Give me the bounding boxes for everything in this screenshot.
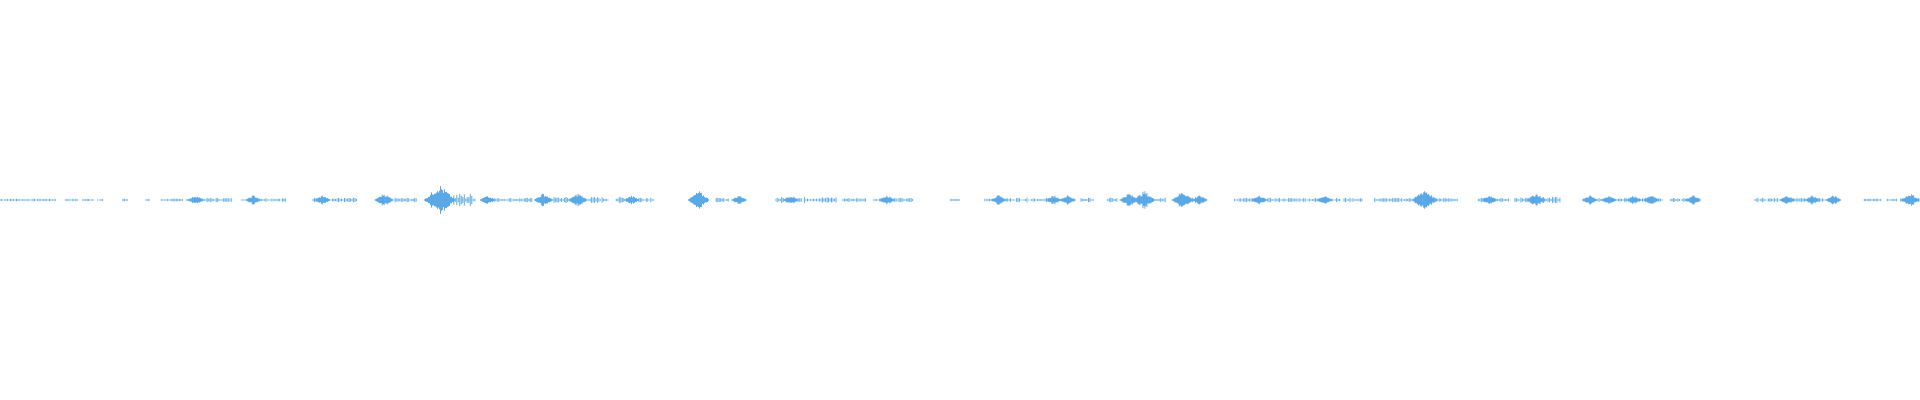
waveform-segment xyxy=(97,199,103,201)
waveform-segment xyxy=(1107,197,1118,203)
waveform-peak xyxy=(1482,196,1498,204)
waveform-segment xyxy=(715,197,729,203)
waveform-peak xyxy=(568,193,587,207)
waveform-peak xyxy=(1582,195,1598,205)
waveform-peak xyxy=(990,195,1006,205)
waveform-segment xyxy=(145,198,150,202)
waveform-peak xyxy=(314,195,330,205)
waveform-segment xyxy=(1863,198,1882,202)
waveform-peak xyxy=(1046,195,1062,205)
waveform-peak xyxy=(1526,194,1545,206)
waveform-segment xyxy=(64,198,78,202)
waveform-peak xyxy=(1901,194,1920,206)
waveform-peak xyxy=(879,195,895,205)
waveform-segment xyxy=(122,198,128,202)
waveform-peak xyxy=(534,193,553,207)
waveform-peak xyxy=(1059,195,1075,205)
waveform-peak xyxy=(1251,195,1267,205)
waveform-segment xyxy=(1080,197,1094,203)
waveform-segment xyxy=(1886,198,1897,202)
waveform-peak xyxy=(188,196,204,204)
waveform-segment xyxy=(949,198,960,202)
waveform-peak xyxy=(731,196,747,204)
waveform-peak xyxy=(1601,196,1617,204)
waveform-peak xyxy=(688,191,709,209)
waveform-peak xyxy=(1317,196,1333,204)
waveform-peak xyxy=(1643,196,1659,204)
waveform-segment xyxy=(804,197,837,203)
waveform-peak xyxy=(783,196,799,204)
waveform-segment xyxy=(842,198,866,202)
waveform-segment xyxy=(0,198,56,202)
waveform-peak xyxy=(1825,195,1841,205)
waveform-peak xyxy=(424,186,455,214)
waveform-peak xyxy=(1804,195,1820,205)
waveform-peak xyxy=(1171,192,1193,208)
waveform-peak xyxy=(624,195,639,205)
waveform-peak xyxy=(480,196,495,204)
waveform-peak xyxy=(1133,191,1155,209)
waveform-peak xyxy=(1626,195,1642,205)
waveform-peak xyxy=(1192,195,1208,205)
waveform-peak xyxy=(1779,196,1795,204)
waveform-segment xyxy=(82,198,94,202)
waveform-peak xyxy=(1685,195,1701,205)
waveform-peak xyxy=(374,194,393,206)
waveform-segment xyxy=(160,198,183,202)
waveform-segment xyxy=(1343,197,1363,203)
waveform-peak xyxy=(245,195,261,205)
waveform-peak xyxy=(1412,191,1438,209)
